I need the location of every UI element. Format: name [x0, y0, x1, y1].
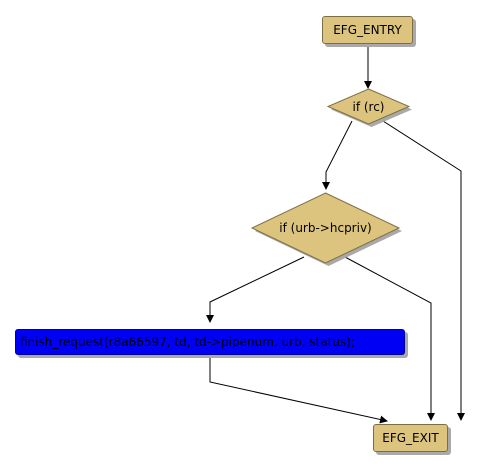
exit-node[interactable]: EFG_EXIT	[373, 424, 448, 452]
if-rc-diamond-shape	[326, 88, 412, 127]
finish-request-label: finish_request(r8a66597, td, td->pipenum…	[20, 335, 355, 349]
if-urb-diamond-shape	[250, 192, 402, 266]
entry-node-label: EFG_ENTRY	[333, 23, 402, 37]
if-rc-decision-node[interactable]: if (rc)	[326, 88, 412, 127]
edge-if-urb-to-exit	[344, 256, 435, 421]
edge-finish-to-exit	[209, 355, 388, 424]
if-rc-label: if (rc)	[352, 99, 385, 114]
entry-node[interactable]: EFG_ENTRY	[322, 16, 413, 44]
edge-if-urb-to-finish	[206, 256, 305, 323]
edge-if-rc-to-if-urb	[322, 120, 353, 190]
if-urb-label: if (urb->hcpriv)	[279, 221, 372, 235]
edge-if-rc-to-exit	[382, 120, 465, 421]
finish-request-node[interactable]: finish_request(r8a66597, td, td->pipenum…	[15, 329, 405, 355]
exit-node-label: EFG_EXIT	[382, 431, 439, 445]
if-urb-decision-node[interactable]: if (urb->hcpriv)	[250, 192, 402, 266]
